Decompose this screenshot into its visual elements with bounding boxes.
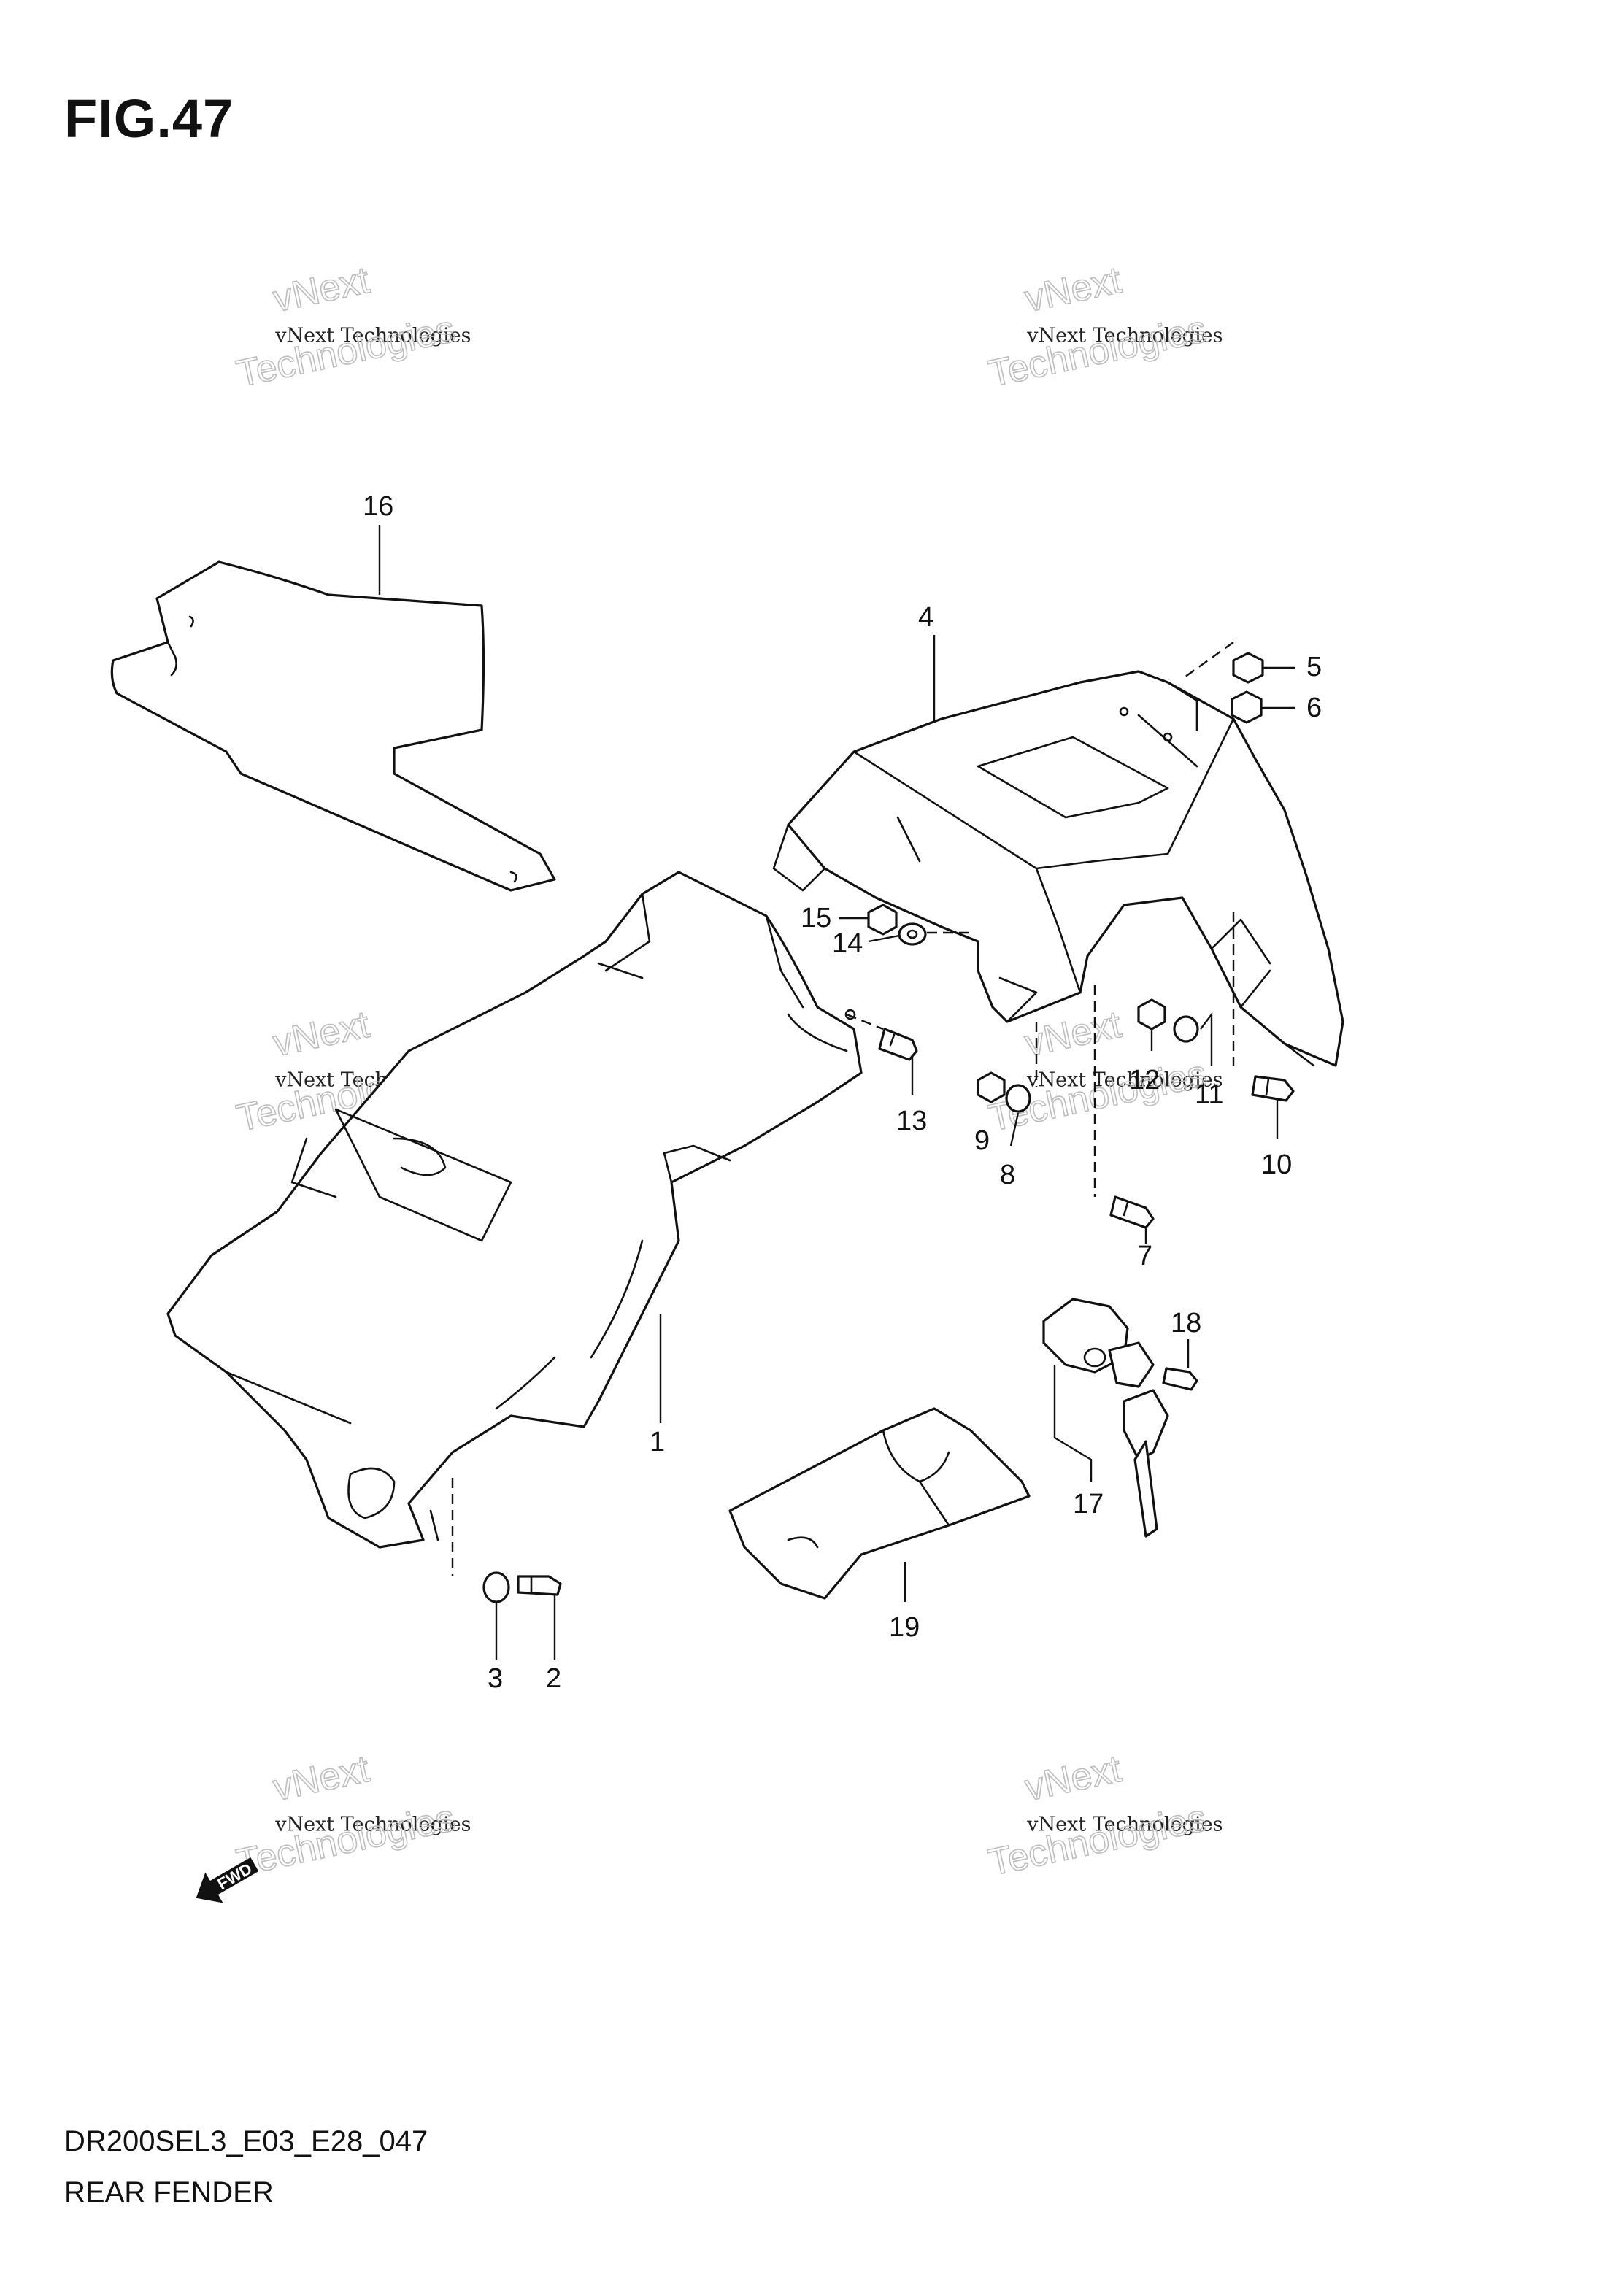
- part-13-bolt-drawing: [846, 1013, 918, 1095]
- part-19-bag-drawing: [728, 1407, 1031, 1602]
- callout-15: 15: [801, 903, 831, 933]
- watermark-vnext: vNext: [269, 259, 374, 320]
- part-11-washer-drawing: [1173, 1012, 1213, 1066]
- watermark-technologies: Technologies: [985, 308, 1210, 396]
- section-name: REAR FENDER: [64, 2176, 274, 2208]
- callout-18: 18: [1171, 1308, 1201, 1338]
- callout-6: 6: [1306, 693, 1322, 723]
- part-7-bolt-drawing: [1093, 985, 1155, 1244]
- callout-14: 14: [832, 928, 863, 959]
- part-2-bolt-drawing: [517, 1575, 562, 1660]
- callout-4: 4: [918, 602, 933, 633]
- watermark-technologies: Technologies: [233, 1797, 458, 1884]
- part-5-nut-drawing: [1182, 642, 1295, 684]
- callout-13: 13: [896, 1106, 927, 1136]
- part-15-nut-drawing: [839, 904, 898, 936]
- watermark-text: vNext Technologies: [1026, 1814, 1223, 1836]
- part-1-rear-fender-drawing: [166, 871, 863, 1549]
- model-code: DR200SEL3_E03_E28_047: [64, 2125, 428, 2157]
- part-9-nut-drawing: [977, 1071, 1006, 1103]
- callout-9: 9: [974, 1125, 990, 1156]
- watermark-vnext: vNext: [269, 1748, 374, 1809]
- watermark-text: vNext Technologies: [1026, 1069, 1223, 1092]
- part-4-upper-fender-drawing: [772, 670, 1344, 1067]
- callout-8: 8: [1000, 1160, 1015, 1190]
- callout-7: 7: [1137, 1241, 1152, 1271]
- callout-16: 16: [363, 491, 393, 522]
- watermark-top-left: vNext vNext Technologies Technologies: [233, 258, 471, 396]
- callout-3: 3: [488, 1663, 503, 1694]
- part-8-washer-drawing: [1005, 1022, 1038, 1147]
- watermark-vnext: vNext: [1021, 1748, 1125, 1809]
- watermark-text: vNext Technologies: [1026, 325, 1223, 347]
- watermark-technologies: Technologies: [985, 1797, 1210, 1884]
- watermark-top-right: vNext vNext Technologies Technologies: [985, 258, 1223, 396]
- part-3-washer-drawing: [451, 1478, 510, 1660]
- callout-2: 2: [546, 1663, 561, 1694]
- callout-12: 12: [1129, 1065, 1160, 1095]
- watermark-text: vNext Technologies: [274, 325, 471, 347]
- part-16-drawing: [110, 560, 556, 892]
- watermark-technologies: Technologies: [233, 308, 458, 396]
- callout-11: 11: [1195, 1079, 1223, 1110]
- watermark-vnext: vNext: [1021, 259, 1125, 320]
- watermark-vnext: vNext: [269, 1003, 374, 1065]
- watermark-bottom-left: vNext vNext Technologies Technologies: [233, 1747, 471, 1885]
- callout-17: 17: [1073, 1489, 1104, 1519]
- part-18-bolt-drawing: [1162, 1339, 1198, 1391]
- callout-5: 5: [1306, 652, 1322, 682]
- watermark-text: vNext Technologies: [274, 1814, 471, 1836]
- callout-10: 10: [1261, 1149, 1292, 1180]
- callout-1: 1: [650, 1427, 665, 1457]
- part-6-nut-drawing: [1231, 690, 1295, 724]
- part-14-washer-drawing: [868, 922, 971, 946]
- callout-19: 19: [889, 1612, 920, 1643]
- part-10-bolt-drawing: [1232, 912, 1295, 1139]
- figure-title: FIG.47: [64, 88, 234, 149]
- part-17-lock-set-drawing: [1042, 1298, 1169, 1538]
- watermark-bottom-right: vNext vNext Technologies Technologies: [985, 1747, 1223, 1885]
- part-12-nut-drawing: [1137, 998, 1166, 1051]
